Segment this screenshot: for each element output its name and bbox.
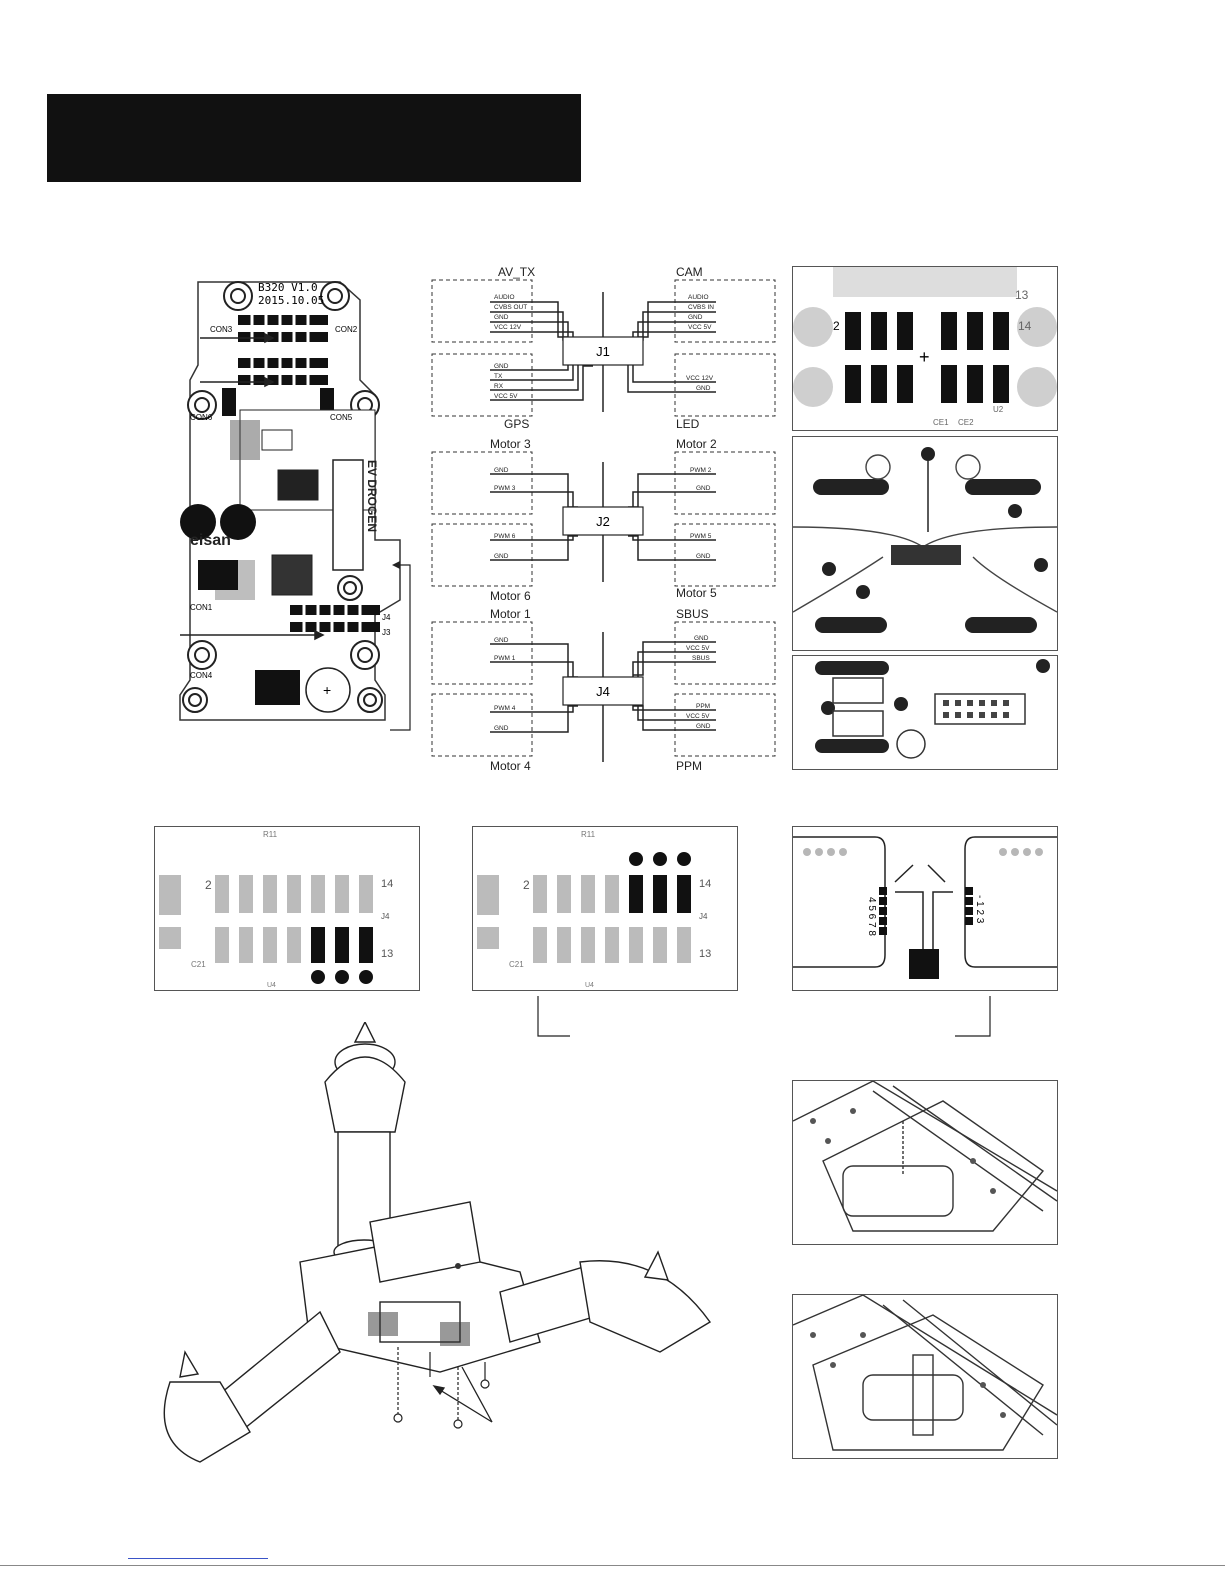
pcb-version: B320 V1.0 [258,281,318,294]
product-logo: EV DROGEN [365,460,379,532]
pin-label: CVBS OUT [494,304,527,311]
left-board-cap: C21 [191,960,206,969]
cam-title: CAM [676,265,703,279]
con4-label: CON4 [190,671,213,680]
pin-label: PWM 2 [690,467,712,474]
pin-label: GND [494,363,509,370]
mount-photo-top [792,1080,1058,1245]
u2-label: U2 [993,405,1004,414]
pin-label: VCC 5V [688,324,712,331]
pcb-date: 2015.10.05 [258,294,324,307]
pin-label: PWM 6 [494,533,516,540]
motor4-title: Motor 4 [490,759,531,773]
left-board-13: 13 [381,948,393,960]
pcb-top-view: B320 V1.0 2015.10.05 [179,281,411,731]
pin-num-14: 14 [1018,319,1032,333]
ce1-label: CE1 [933,418,949,427]
motor2-title: Motor 2 [676,437,717,451]
pin-num-right: 13 [1015,288,1029,302]
pin-label: PWM 3 [494,485,516,492]
motor1-title: Motor 1 [490,607,531,621]
pin-num-left: 2 [833,319,840,333]
pin-label: GND [494,637,509,644]
pin-label: GND [696,385,711,392]
pin-label: RX [494,383,504,390]
drone-assembly-illustration [163,1022,712,1463]
plus-sign: + [919,347,930,367]
mid-board-14: 14 [699,878,711,890]
j1-label: J1 [596,344,610,359]
mid-board-cap: C21 [509,960,524,969]
brand-logo: eisan [190,532,231,549]
left-board-14: 14 [381,878,393,890]
pin-label: CVBS IN [688,304,714,311]
pin-label: VCC 5V [686,645,710,652]
pin-label: GND [694,635,709,642]
left-board-ul: U4 [267,982,276,989]
left-board-num: 2 [205,878,212,892]
pin-label: AUDIO [494,294,515,301]
mid-board-num: 2 [523,878,530,892]
pin-label: VCC 12V [686,375,714,382]
pin-label: VCC 5V [494,393,518,400]
pin-label: GND [494,553,509,560]
pin-label: GND [696,723,711,730]
pin-label: GND [696,553,711,560]
ppm-title: PPM [676,759,702,773]
j4-label: J4 [596,684,610,699]
mid-board-ul: U4 [585,982,594,989]
pin-label: VCC 12V [494,324,522,331]
motor6-title: Motor 6 [490,589,531,603]
sbus-title: SBUS [676,607,709,621]
board-closeup-mid: 2 14 J4 13 R11 C21 U4 [472,826,738,991]
pin-label: GND [494,314,509,321]
left-pin-digits: 4 5 6 7 8 [866,897,877,936]
j2-label: J2 [596,514,610,529]
pin-label: GND [494,725,509,732]
pin-label: GND [696,485,711,492]
bracket-lines [537,996,991,1037]
left-board-j4: J4 [381,912,390,921]
plus-mark: + [323,682,331,698]
footer-link-underline[interactable] [128,1558,268,1559]
pin-label: VCC 5V [686,713,710,720]
mount-photo-bottom [792,1294,1058,1459]
left-board-ref: R11 [263,830,278,839]
mid-board-ref: R11 [581,830,596,839]
right-pin-digits: - 1 2 3 [974,895,985,924]
pin-label: GND [688,314,703,321]
j3-header-label: J3 [382,628,391,637]
board-closeup-left: 2 14 J4 13 R11 C21 U4 [154,826,420,991]
pin-label: SBUS [692,655,710,662]
header-closeup-panel: + 2 13 14 CE1 CE2 U2 [792,266,1058,431]
mid-board-13: 13 [699,948,711,960]
motor3-title: Motor 3 [490,437,531,451]
con1-label: CON1 [190,603,213,612]
pin-label: PWM 5 [690,533,712,540]
pin-label: TX [494,373,503,380]
wiring-diagram: J1 J2 J4 AV_TX CAM GPS LED Motor 3 Motor… [431,265,776,773]
gps-title: GPS [504,417,529,431]
j4-header-label: J4 [382,613,391,622]
connector-photo-panel [792,655,1058,770]
con2-label: CON2 [335,325,358,334]
mid-board-j4: J4 [699,912,708,921]
pin-label: PWM 1 [494,655,516,662]
con5-label: CON5 [330,413,353,422]
footer-divider [0,1565,1225,1566]
section-title-bar [47,94,581,182]
led-title: LED [676,417,700,431]
pin-label: PWM 4 [494,705,516,712]
pin-label: AUDIO [688,294,709,301]
con6-label: CON6 [190,413,213,422]
board-closeup-right: 4 5 6 7 8 - 1 2 3 [792,826,1058,991]
av-tx-title: AV_TX [498,265,535,279]
pin-label: GND [494,467,509,474]
motor5-title: Motor 5 [676,586,717,600]
ce2-label: CE2 [958,418,974,427]
wiring-photo-panel [792,436,1058,651]
pin-label: PPM [696,703,710,710]
con3-label: CON3 [210,325,233,334]
